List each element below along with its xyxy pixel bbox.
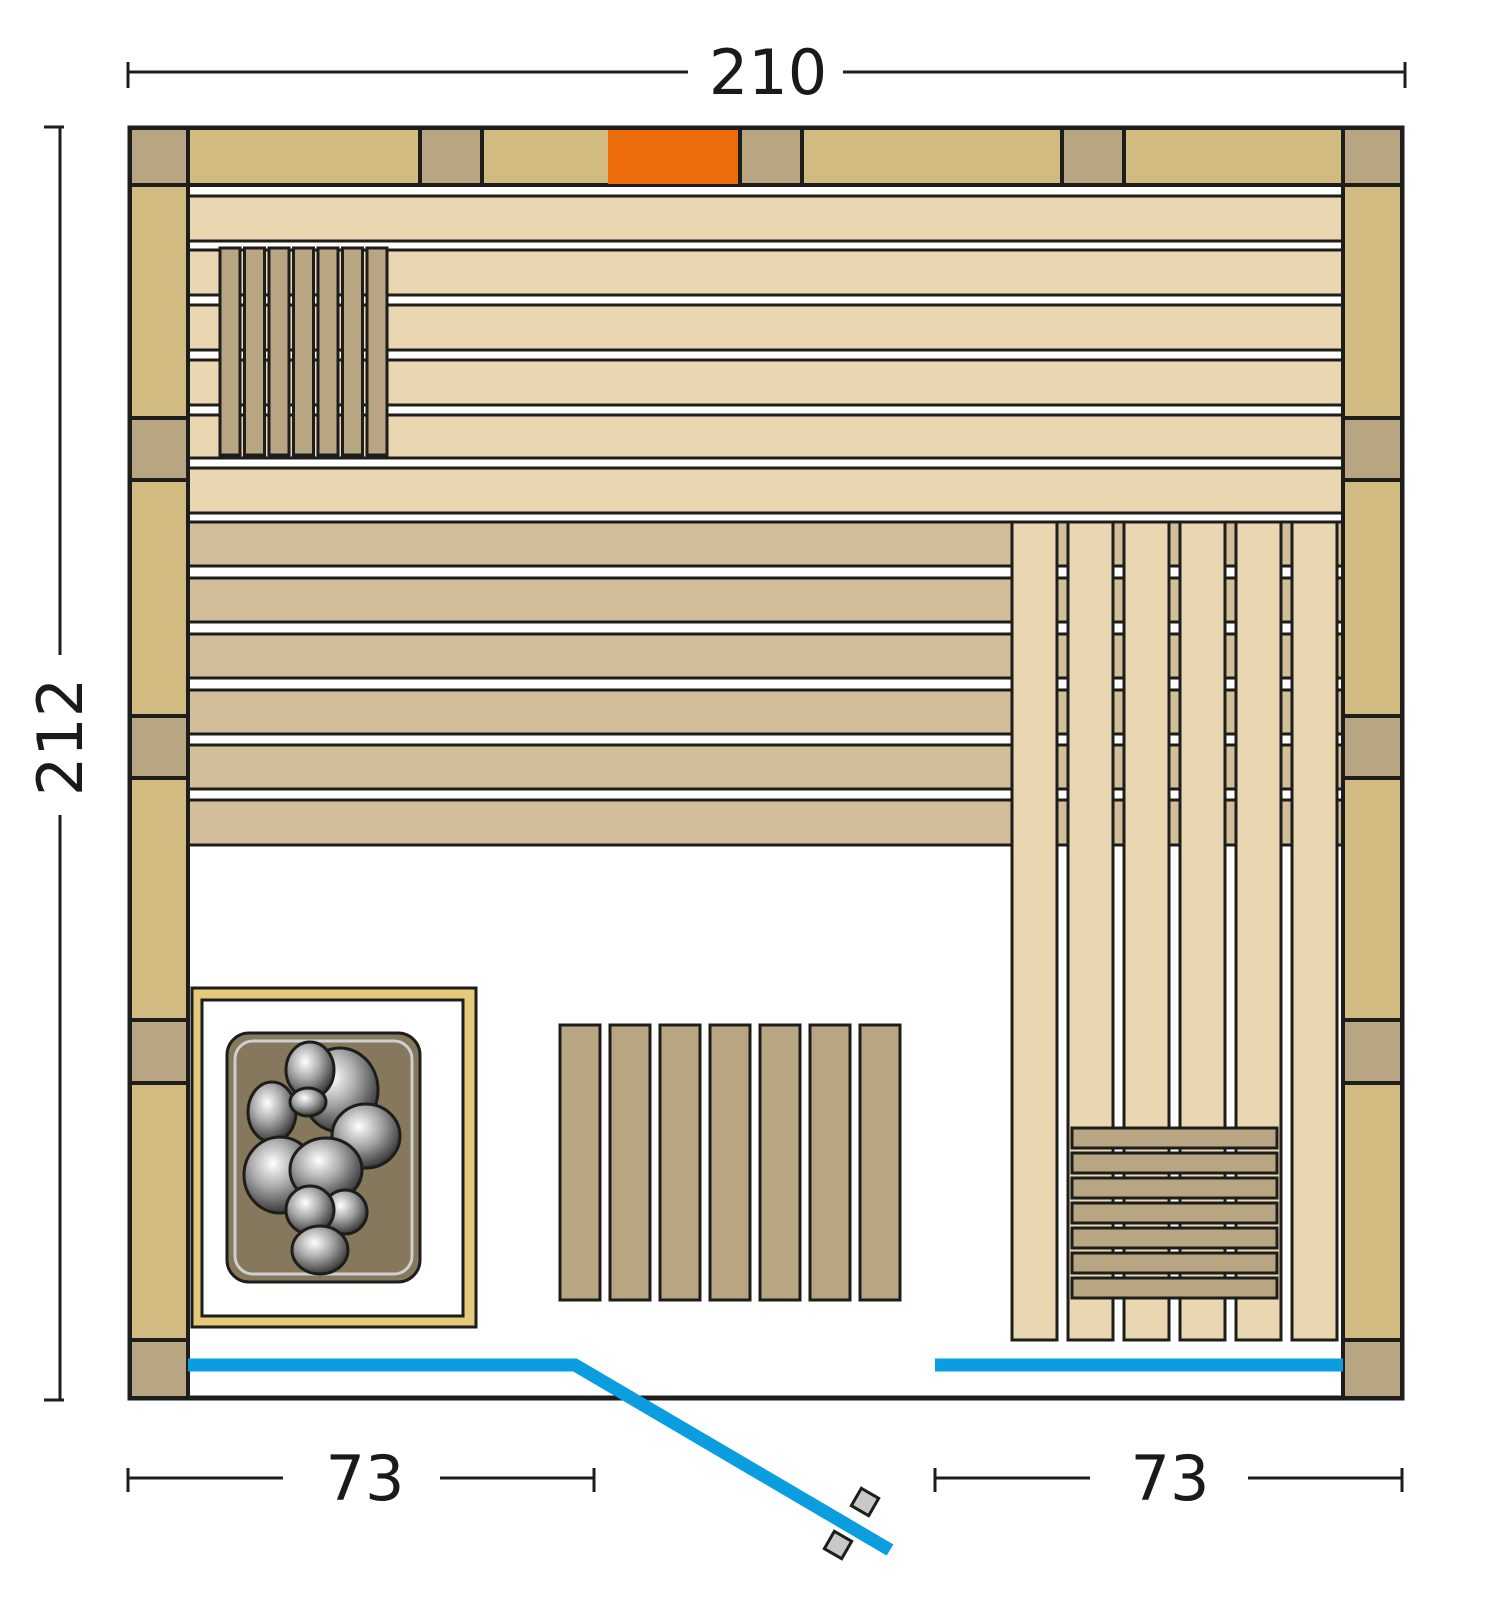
rack-slat — [1070, 1151, 1279, 1175]
backrest-slat — [243, 246, 266, 457]
bottom-right-dimension-label: 73 — [1131, 1442, 1210, 1515]
wall-post — [1060, 126, 1126, 187]
wall-post — [128, 126, 190, 187]
depth-dimension-label: 212 — [24, 678, 97, 796]
rack-slat — [1070, 1176, 1279, 1200]
floor-slat — [708, 1023, 752, 1302]
sauna-stone-icon — [290, 1224, 350, 1276]
plan-layer — [44, 62, 1407, 1561]
backrest-slat — [267, 246, 291, 457]
wall-post — [1341, 416, 1404, 482]
floor-slat — [658, 1023, 702, 1302]
backrest-slat — [292, 246, 315, 457]
light-fixture — [608, 130, 738, 184]
upper-bench-slat — [186, 466, 1345, 515]
floor-slat — [758, 1023, 802, 1302]
wall-post — [738, 126, 804, 187]
wall-post — [1341, 1338, 1404, 1400]
wall-post — [128, 1018, 190, 1085]
wall-post — [418, 126, 484, 187]
rack-slat — [1070, 1226, 1279, 1250]
wall-post — [128, 714, 190, 780]
floor-slat — [608, 1023, 652, 1302]
floor-slat — [558, 1023, 602, 1302]
floor-slat — [858, 1023, 902, 1302]
backrest-slat — [365, 246, 389, 457]
wall-post — [128, 416, 190, 482]
rack-slat — [1070, 1201, 1279, 1225]
bottom-left-dimension-label: 73 — [326, 1442, 405, 1515]
vertical-bench-slat — [1290, 520, 1339, 1342]
backrest-slat — [218, 246, 242, 457]
glass-door — [188, 1358, 894, 1556]
backrest-slat — [341, 246, 364, 457]
wall-post — [1341, 1018, 1404, 1085]
door-handle-icon — [822, 1529, 854, 1561]
sauna-stone-icon — [246, 1080, 298, 1144]
rack-slat — [1070, 1276, 1279, 1300]
door-handle-icon — [849, 1486, 881, 1518]
floor-slat — [808, 1023, 852, 1302]
vertical-bench-slat — [1010, 520, 1059, 1342]
backrest-slat — [316, 246, 340, 457]
rack-slat — [1070, 1251, 1279, 1275]
sauna-stone-icon — [288, 1086, 328, 1118]
wall-post — [128, 1338, 190, 1400]
rack-slat — [1070, 1126, 1279, 1150]
wall-post — [1341, 714, 1404, 780]
wall-post — [1341, 126, 1404, 187]
upper-bench-slat — [186, 194, 1345, 243]
width-dimension-label: 210 — [709, 36, 827, 109]
